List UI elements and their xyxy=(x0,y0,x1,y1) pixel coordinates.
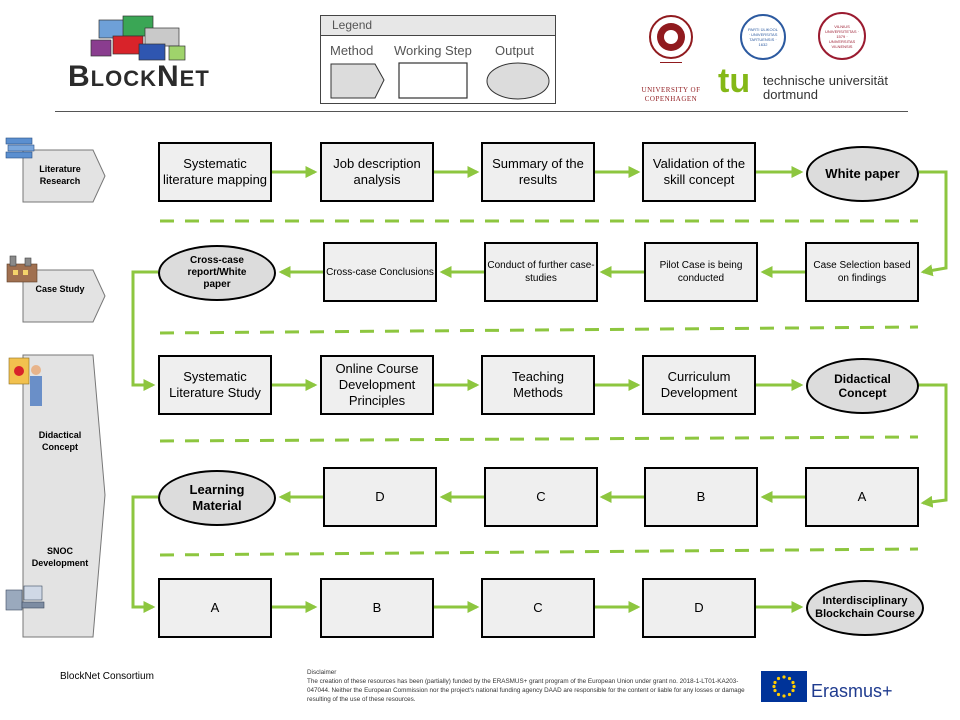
footer-disclaimer: Disclaimer The creation of these resourc… xyxy=(307,668,752,704)
phase-label-case: Case Study xyxy=(35,284,85,294)
step-curriculum-development: Curriculum Development xyxy=(642,355,756,415)
erasmus-plus-logo: Erasmus+ xyxy=(811,681,893,701)
eu-flag-icon xyxy=(761,671,807,702)
output-learning-material: Learning Material xyxy=(158,470,276,526)
step-systematic-literature-study: Systematic Literature Study xyxy=(158,355,272,415)
arrow-r4-to-r5 xyxy=(131,495,158,613)
step-r4-a: A xyxy=(805,467,919,527)
phase-label-literature: Literature Research xyxy=(39,164,81,186)
phase-label-snoc: SNOC Development xyxy=(31,546,89,568)
blocknet-logo-icon xyxy=(90,15,186,61)
arrow-r2-to-r3 xyxy=(131,270,158,391)
literature-books-icon xyxy=(5,137,35,159)
step-r5-d: D xyxy=(642,578,756,638)
legend-step-shape xyxy=(398,62,468,99)
legend-shapes xyxy=(330,62,550,100)
disclaimer-text: The creation of these resources has been… xyxy=(307,678,745,703)
tu-dortmund-mark: tu xyxy=(718,62,751,100)
step-online-course-principles: Online Course Development Principles xyxy=(320,355,434,415)
step-r5-a: A xyxy=(158,578,272,638)
step-teaching-methods: Teaching Methods xyxy=(481,355,595,415)
snoc-computer-icon xyxy=(5,585,45,611)
blocknet-logo-text: BLOCKNET xyxy=(68,60,210,93)
step-r5-c: C xyxy=(481,578,595,638)
step-pilot-case: Pilot Case is being conducted xyxy=(644,242,758,302)
disclaimer-title: Disclaimer xyxy=(307,669,337,676)
arrow-r3-to-r4 xyxy=(919,383,948,508)
didactical-teacher-icon xyxy=(8,357,42,406)
legend-method-label: Method xyxy=(330,43,374,58)
phase-chevron-literature xyxy=(22,149,106,203)
legend: Legend Method Working Step Output xyxy=(320,15,556,104)
output-white-paper: White paper xyxy=(806,146,919,202)
step-summary-of-results: Summary of the results xyxy=(481,142,595,202)
step-systematic-literature-mapping: Systematic literature mapping xyxy=(158,142,272,202)
legend-title: Legend xyxy=(321,16,555,36)
legend-output-label: Output xyxy=(495,43,535,58)
step-r4-b: B xyxy=(644,467,758,527)
output-interdisciplinary-blockchain-course: Interdisciplinary Blockchain Course xyxy=(806,580,924,636)
row-separator-3 xyxy=(159,435,919,443)
case-factory-icon xyxy=(6,255,38,283)
legend-output-shape xyxy=(486,62,550,100)
phase-chevron-case xyxy=(22,269,106,323)
step-further-case-studies: Conduct of further case-studies xyxy=(484,242,598,302)
tartu-seal-icon: PARTI ÜLIKOOL · UNIVERSITAS TARTUENSIS ·… xyxy=(740,14,786,60)
step-case-selection: Case Selection based on findings xyxy=(805,242,919,302)
output-cross-case-report: Cross-case report/White paper xyxy=(158,245,276,301)
copenhagen-seal-icon xyxy=(649,15,693,59)
arrow-r1-to-r2 xyxy=(919,170,948,277)
row-separator-4 xyxy=(159,547,919,557)
header-divider xyxy=(55,111,908,112)
step-r4-c: C xyxy=(484,467,598,527)
row-separator-2 xyxy=(159,325,919,335)
step-cross-case-conclusions: Cross-case Conclusions xyxy=(323,242,437,302)
step-job-description-analysis: Job description analysis xyxy=(320,142,434,202)
footer-consortium: BlockNet Consortium xyxy=(60,671,154,682)
copenhagen-logo-line xyxy=(660,62,682,63)
step-r5-b: B xyxy=(320,578,434,638)
legend-method-shape xyxy=(330,63,385,99)
vilnius-seal-icon: VILNIUS UNIVERSITETAS · 1579 · UNIVERSIT… xyxy=(818,12,866,60)
step-r4-d: D xyxy=(323,467,437,527)
phase-label-didactical: Didactical Concept xyxy=(38,430,82,452)
output-didactical-concept: Didactical Concept xyxy=(806,358,919,414)
phase-chevron-didactical-snoc xyxy=(22,354,106,638)
legend-step-label: Working Step xyxy=(394,43,472,58)
step-validation-skill-concept: Validation of the skill concept xyxy=(642,142,756,202)
